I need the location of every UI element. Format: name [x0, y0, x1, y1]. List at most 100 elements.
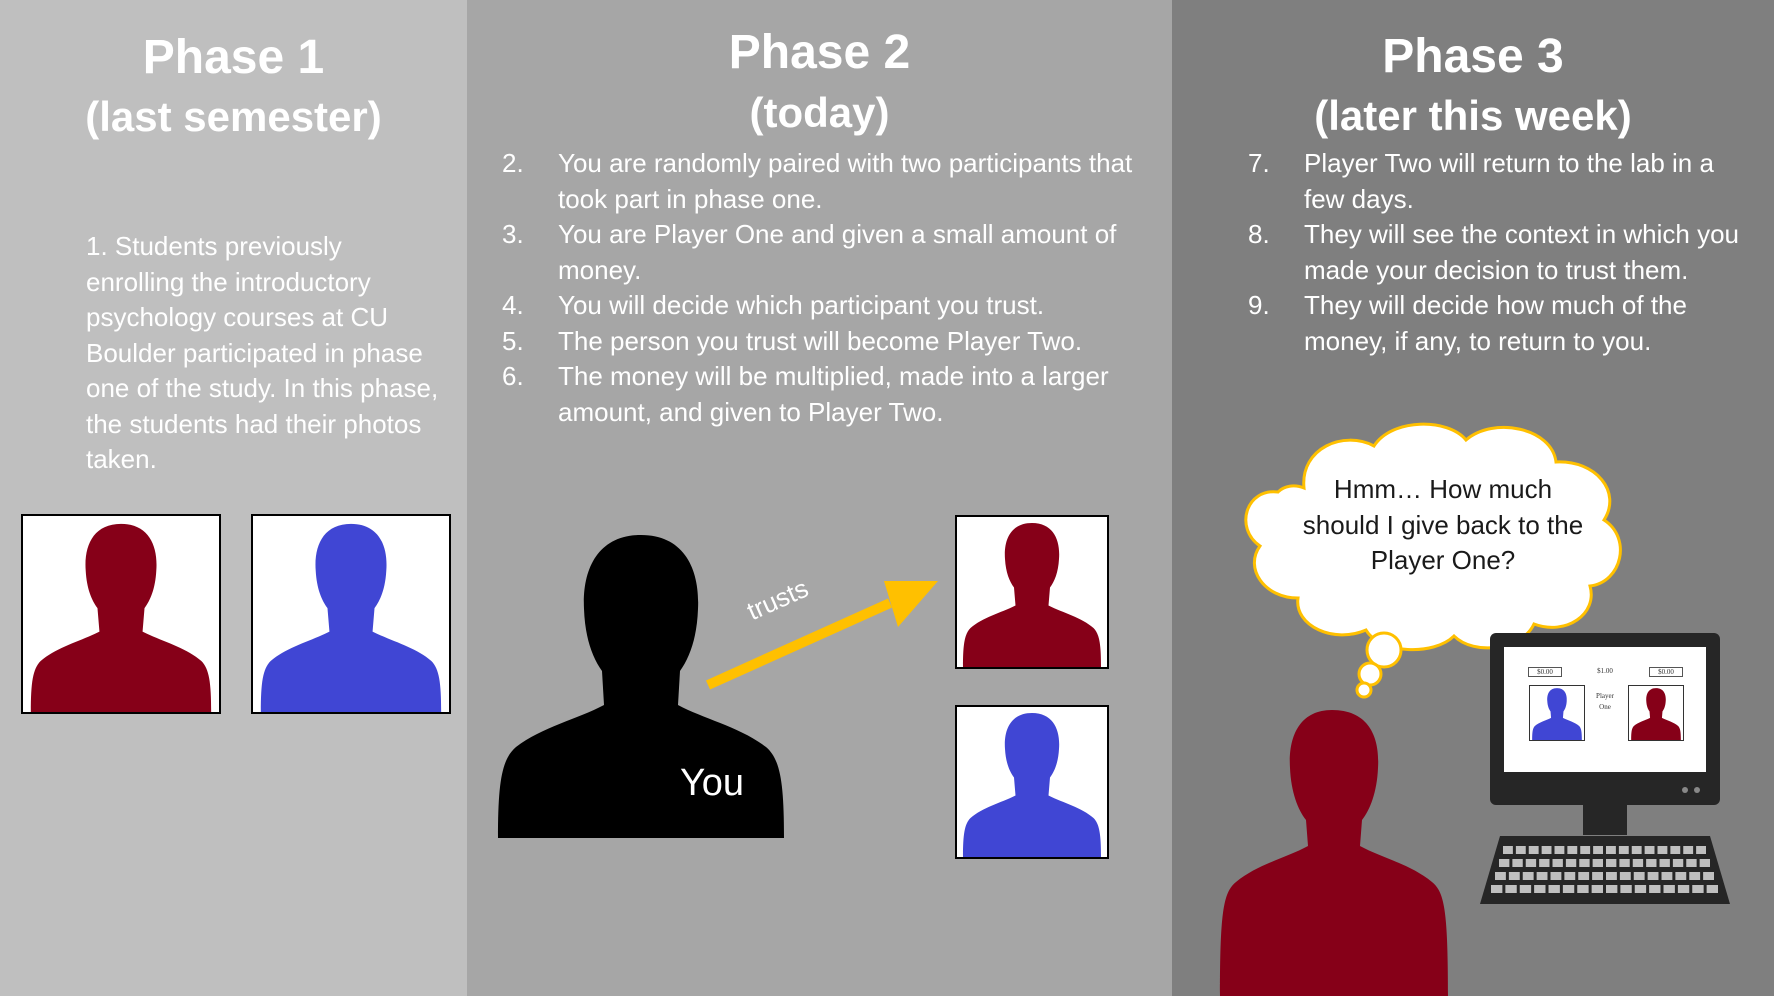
keyboard-key — [1525, 859, 1537, 867]
keyboard-key — [1670, 846, 1681, 854]
step-item: 2.You are randomly paired with two parti… — [502, 148, 1133, 214]
keyboard-key — [1577, 885, 1589, 893]
keyboard-key — [1620, 885, 1632, 893]
keyboard-key — [1606, 885, 1618, 893]
player-two-silhouette — [1220, 710, 1448, 996]
center-amount: $1.00 — [1597, 667, 1613, 675]
power-light — [1694, 787, 1700, 793]
keyboard-key — [1663, 885, 1675, 893]
red-person-silhouette — [30, 523, 212, 712]
keyboard-key — [1675, 872, 1687, 880]
step-item: 6.The money will be multiplied, made int… — [502, 361, 1109, 427]
keyboard-key — [1686, 859, 1697, 867]
phase-1-description: 1. Students previously enrolling the int… — [86, 231, 439, 474]
phase-3-subtitle: (later this week) — [1314, 92, 1632, 139]
keyboard-key — [1699, 859, 1710, 867]
keyboard-key — [1606, 846, 1616, 854]
monitor-stand — [1583, 805, 1627, 835]
keyboard-key — [1508, 872, 1520, 880]
keyboard-key — [1528, 846, 1539, 854]
keyboard-key — [1618, 846, 1629, 854]
keyboard-key — [1548, 885, 1560, 893]
keyboard — [1480, 836, 1730, 904]
keyboard-key — [1499, 859, 1510, 867]
keyboard-key — [1592, 859, 1603, 867]
keyboard-key — [1606, 872, 1617, 880]
keyboard-key — [1562, 885, 1575, 893]
keyboard-key — [1672, 859, 1684, 867]
keyboard-key — [1706, 885, 1718, 893]
keyboard-key — [1647, 872, 1659, 880]
keyboard-key — [1495, 872, 1506, 880]
phase-3-panel: Phase 3 (later this week) 7.Player Two w… — [1172, 0, 1774, 996]
keyboard-key — [1683, 846, 1694, 854]
keyboard-key — [1659, 859, 1670, 867]
phase-2-title: Phase 2 — [728, 26, 911, 79]
keyboard-key — [1567, 846, 1578, 854]
keyboard-key — [1591, 885, 1603, 893]
keyboard-key — [1522, 872, 1534, 880]
keyboard-key — [1491, 885, 1503, 893]
step-item: 9.They will decide how much of the money… — [1248, 290, 1687, 356]
keyboard-key — [1539, 859, 1550, 867]
keyboard-key — [1696, 846, 1706, 854]
red-person-silhouette — [963, 523, 1101, 667]
keyboard-key — [1565, 859, 1577, 867]
keyboard-key — [1579, 859, 1590, 867]
keyboard-key — [1677, 885, 1690, 893]
power-light — [1682, 787, 1688, 793]
right-amount: $0.00 — [1649, 667, 1683, 677]
keyboard-key — [1646, 859, 1657, 867]
step-item: 7.Player Two will return to the lab in a… — [1248, 148, 1714, 214]
phase-2-panel: Phase 2 (today) 2.You are randomly paire… — [467, 0, 1172, 996]
keyboard-key — [1619, 872, 1631, 880]
you-label: You — [679, 762, 745, 804]
keyboard-key — [1578, 872, 1590, 880]
keyboard-key — [1552, 859, 1563, 867]
phase-1-panel: Phase 1 (last semester) 1. Students prev… — [0, 0, 467, 996]
blue-person-silhouette — [260, 523, 442, 712]
thought-text: Hmm… How much should I give back to the … — [1302, 474, 1584, 575]
keyboard-key — [1649, 885, 1661, 893]
keyboard-key — [1593, 846, 1603, 854]
step-item: 4.You will decide which participant you … — [502, 290, 1045, 320]
keyboard-key — [1644, 846, 1655, 854]
trusts-arrow — [705, 581, 938, 690]
blue-person-silhouette — [1532, 688, 1582, 740]
keyboard-key — [1703, 872, 1714, 880]
keyboard-key — [1550, 872, 1562, 880]
keyboard-key — [1657, 846, 1668, 854]
computer-monitor: $0.00 $1.00 $0.00 Player One — [1490, 633, 1720, 805]
keyboard-key — [1634, 885, 1647, 893]
blue-person-silhouette — [963, 713, 1101, 857]
red-person-silhouette — [1631, 688, 1681, 740]
keyboard-key — [1661, 872, 1673, 880]
keyboard-key — [1632, 859, 1644, 867]
keyboard-key — [1692, 885, 1704, 893]
keyboard-key — [1606, 859, 1617, 867]
left-amount: $0.00 — [1528, 667, 1562, 677]
keyboard-key — [1592, 872, 1603, 880]
monitor-screen: $0.00 $1.00 $0.00 Player One — [1504, 647, 1706, 772]
monitor-blue-photo — [1529, 685, 1585, 741]
keyboard-key — [1515, 846, 1526, 854]
keyboard-key — [1619, 859, 1630, 867]
step-item: 8.They will see the context in which you… — [1248, 219, 1739, 285]
red-participant-photo — [21, 514, 221, 714]
phase-2-subtitle: (today) — [749, 89, 890, 136]
keyboard-key — [1554, 846, 1565, 854]
red-candidate-photo — [955, 515, 1109, 669]
phase-2-steps: 2.You are randomly paired with two parti… — [502, 146, 1152, 430]
keyboard-key — [1512, 859, 1523, 867]
keyboard-key — [1519, 885, 1532, 893]
keyboard-key — [1534, 885, 1546, 893]
phase-3-steps: 7.Player Two will return to the lab in a… — [1248, 146, 1758, 359]
phase-1-subtitle: (last semester) — [85, 93, 382, 140]
keyboard-key — [1580, 846, 1591, 854]
step-item: 5.The person you trust will become Playe… — [502, 325, 1083, 356]
keyboard-key — [1541, 846, 1552, 854]
you-silhouette — [498, 535, 784, 838]
blue-candidate-photo — [955, 705, 1109, 859]
phase-1-title: Phase 1 — [142, 31, 325, 84]
monitor-red-photo — [1628, 685, 1684, 741]
